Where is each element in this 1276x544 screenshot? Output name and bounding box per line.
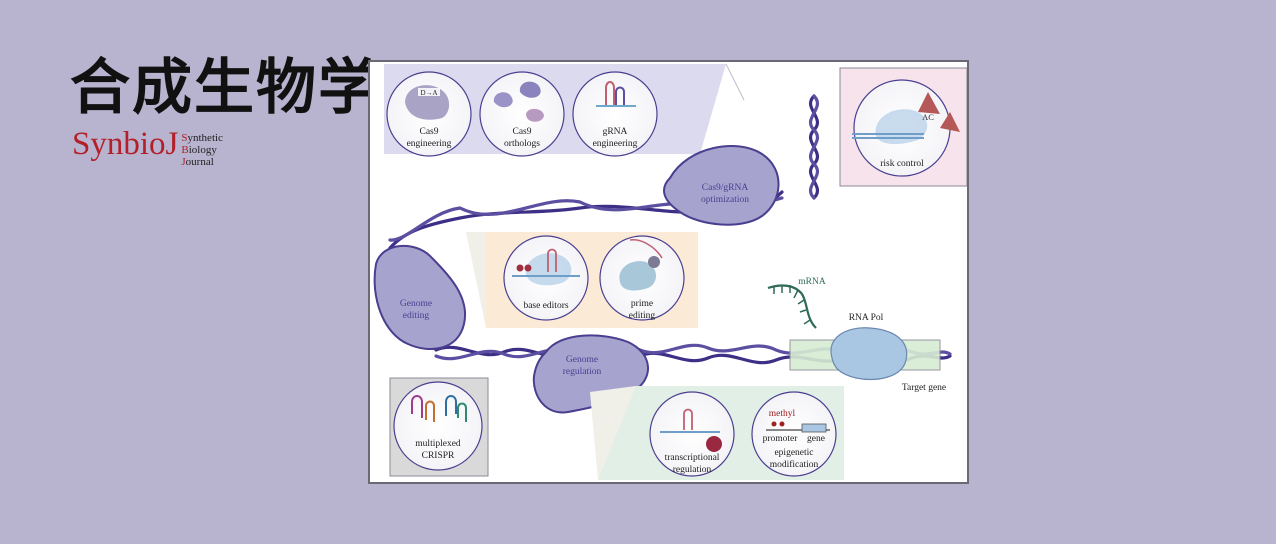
peg-rna	[629, 239, 663, 259]
blob-shape	[373, 244, 467, 351]
prime-editor-complex	[619, 261, 656, 291]
gene-label: gene	[807, 434, 825, 444]
ortholog-icon	[519, 81, 541, 98]
grna-engineering-circle	[572, 71, 658, 157]
methyl-dot	[779, 421, 785, 427]
mutation-box	[418, 88, 440, 96]
genome-regulation-label-2: regulation	[563, 367, 602, 377]
subtitle-line-2: Biology	[181, 144, 217, 156]
ortholog-icon	[493, 92, 513, 108]
callout-line	[725, 63, 745, 101]
callout-wedge	[466, 232, 486, 328]
cas9-orthologs-label: Cas9	[513, 127, 532, 137]
deaminase-dot	[516, 264, 524, 272]
subtitle-line-1: Synthetic	[181, 132, 223, 144]
transcription-illustration: mRNA RNA Pol Target gene	[767, 277, 946, 393]
prime-editing-label-2: editing	[629, 311, 656, 321]
grna-hairpin-icon	[605, 81, 615, 106]
cas9-engineering-label: Cas9	[420, 127, 439, 137]
mrna-strand	[767, 284, 817, 329]
anti-crispr-icon	[940, 112, 960, 132]
methyl-label: methyl	[769, 409, 796, 419]
cas9-engineering-label-2: engineering	[407, 139, 452, 149]
genome-editing-label: Genome	[400, 299, 432, 309]
effector-domain	[706, 436, 722, 452]
cas9-engineering-panel: D→A Cas9 engineering Cas9 orthologs gRNA…	[384, 63, 745, 175]
helix-strand-b	[809, 94, 819, 200]
grna-icon	[425, 400, 435, 422]
reverse-transcriptase	[648, 256, 660, 268]
rna-polymerase	[830, 327, 908, 381]
cas9-grna-optimization-blob: Cas9/gRNA optimization	[663, 145, 780, 226]
risk-control-panel: AC risk control	[839, 67, 967, 187]
crispr-overview-figure: D→A Cas9 engineering Cas9 orthologs gRNA…	[368, 60, 969, 484]
promoter-label: promoter	[763, 434, 799, 444]
base-editors-label: base editors	[523, 301, 568, 311]
subtitle-line-3: Journal	[181, 156, 214, 168]
cas9-grna-label: Cas9/gRNA	[702, 183, 749, 193]
epigenetic-modification-circle	[751, 391, 837, 477]
journal-logo: SynbioJ Synthetic Biology Journal	[72, 126, 223, 169]
figure-canvas: D→A Cas9 engineering Cas9 orthologs gRNA…	[373, 63, 967, 480]
grna-engineering-label: gRNA	[603, 127, 628, 137]
journal-title-english: SynbioJ	[72, 126, 179, 162]
deaminase-dot	[524, 264, 532, 272]
epigenetic-label: epigenetic	[774, 448, 813, 458]
grna-hairpin	[683, 408, 693, 430]
grna-hairpin	[547, 248, 557, 272]
journal-subtitle: Synthetic Biology Journal	[181, 132, 223, 168]
transcriptional-regulation-circle	[649, 391, 735, 477]
risk-control-label: risk control	[880, 159, 924, 169]
genome-editing-label-2: editing	[403, 311, 430, 321]
anti-crispr-icon	[918, 92, 940, 114]
methyl-dot	[771, 421, 777, 427]
cas9-orthologs-label-2: orthologs	[504, 139, 540, 149]
grna-icon	[457, 402, 467, 422]
genome-regulation-label: Genome	[566, 355, 598, 365]
prime-editing-label: prime	[631, 299, 653, 309]
transcriptional-label-2: regulation	[673, 465, 712, 475]
cas9-grna-label-2: optimization	[701, 195, 749, 205]
ortholog-icon	[526, 108, 544, 122]
target-gene-label: Target gene	[902, 383, 946, 393]
mutation-label: D→A	[420, 89, 437, 97]
rna-pol-label: RNA Pol	[849, 313, 884, 323]
multiplexed-crispr-panel: multiplexed CRISPR	[389, 377, 489, 477]
journal-title-chinese: 合成生物学	[70, 53, 380, 123]
genome-regulation-tools-panel: transcriptional regulation methyl promot…	[590, 386, 844, 480]
ac-label: AC	[922, 112, 934, 122]
grna-hairpin-icon	[615, 86, 625, 106]
grna-icon	[445, 395, 457, 416]
blob-shape	[663, 145, 780, 226]
multiplexed-label: multiplexed	[415, 439, 461, 449]
mrna-bases	[773, 285, 811, 325]
grna-engineering-label-2: engineering	[593, 139, 638, 149]
gene-box	[801, 423, 827, 433]
multiplexed-label-2: CRISPR	[422, 451, 455, 461]
grna-icon	[411, 395, 423, 418]
transcriptional-label: transcriptional	[665, 453, 720, 463]
genome-editing-blob: Genome editing	[373, 244, 467, 351]
epigenetic-label-2: modification	[770, 459, 819, 470]
genome-editing-tools-panel: base editors prime editing	[466, 232, 698, 328]
mrna-label: mRNA	[798, 277, 826, 287]
cas9-complex-icon	[875, 109, 928, 145]
